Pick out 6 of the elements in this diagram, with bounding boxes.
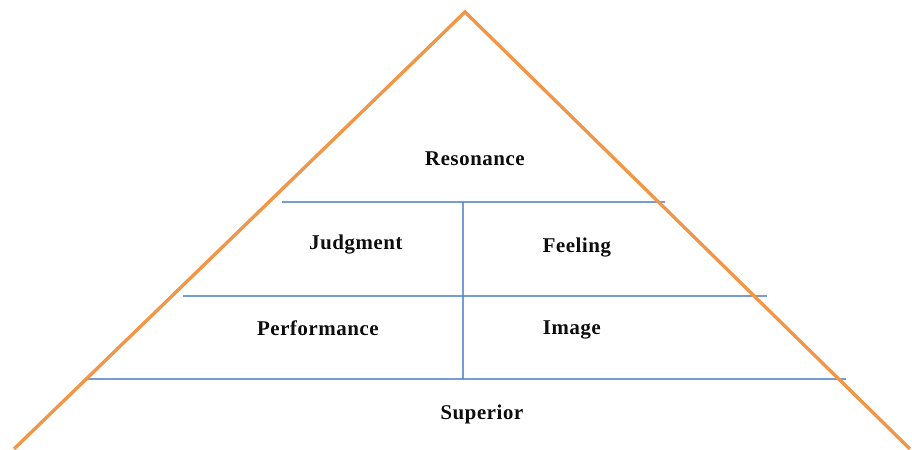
level-label: Resonance [424,146,526,170]
level-label: Superior [440,400,524,424]
level-label: Image [542,314,602,340]
level-label: Judgment [309,230,403,254]
level-label: Performance [256,316,380,340]
level-label: Feeling [542,232,612,258]
